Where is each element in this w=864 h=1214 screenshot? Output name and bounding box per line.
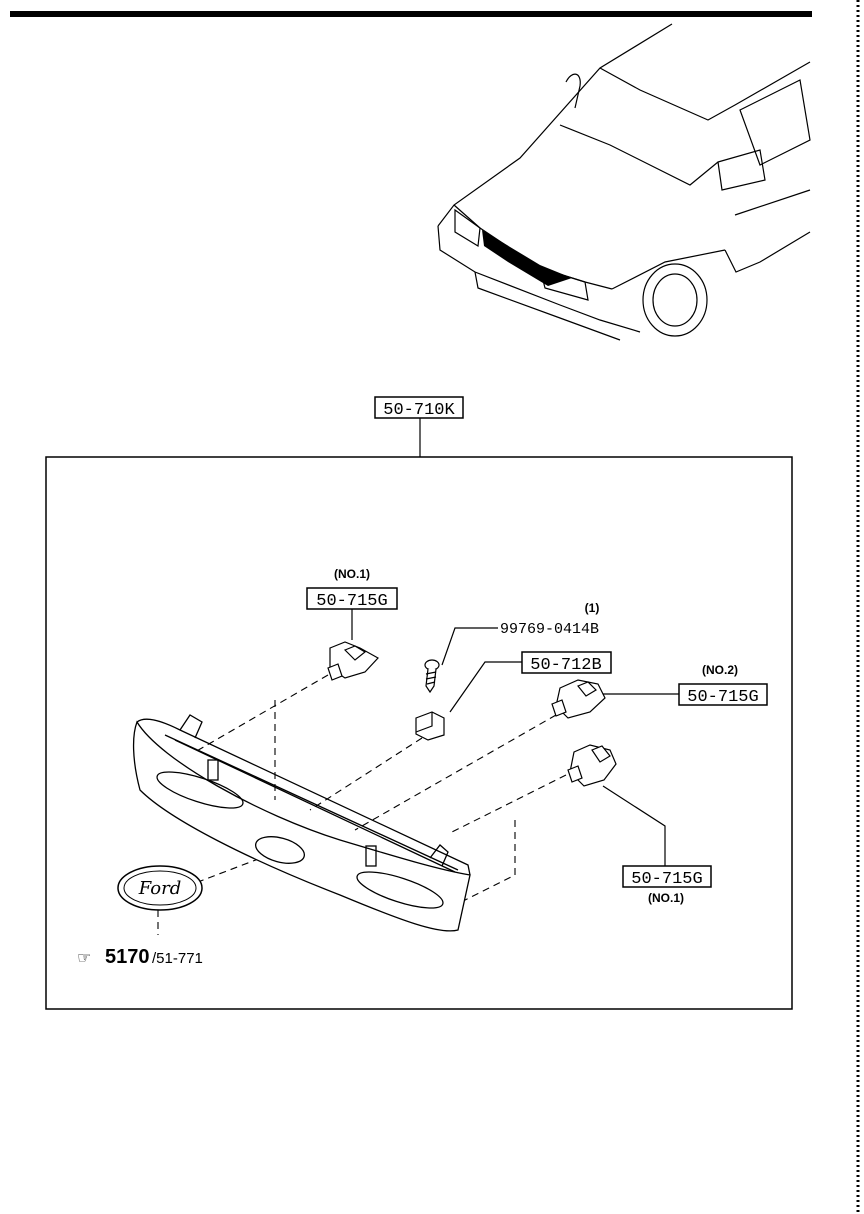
screw-part-no: 99769-0414B — [500, 621, 599, 638]
car-illustration — [437, 23, 811, 341]
holder-icon — [415, 711, 445, 741]
emblem-text: Ford — [138, 878, 181, 899]
grille-panel — [132, 714, 471, 932]
assembly-part-no: 50-710K — [383, 401, 455, 420]
clip-right-lower-icon — [567, 744, 617, 787]
dashed-guides — [157, 674, 567, 935]
clip-top-left-part-no: 50-715G — [316, 592, 387, 611]
clip-right-lower-part-no: 50-715G — [631, 870, 702, 889]
holder-part-no: 50-712B — [530, 656, 601, 675]
grille-highlight — [482, 230, 572, 286]
screw-icon — [424, 659, 440, 694]
clip-right-lower-note: (NO.1) — [648, 891, 684, 905]
clip-right-lower-box — [622, 865, 712, 888]
assembly-frame — [45, 456, 793, 1010]
leader-lines — [351, 609, 679, 866]
assembly-part-box — [374, 396, 464, 419]
clip-right-upper-note: (NO.2) — [702, 663, 738, 677]
ford-emblem: Ford — [117, 865, 203, 911]
clip-right-upper-icon — [551, 679, 606, 719]
screw-qty: (1) — [585, 601, 600, 615]
clip-top-left-note: (NO.1) — [334, 567, 370, 581]
clip-right-upper-part-no: 50-715G — [687, 688, 758, 707]
reference-main: 5170 — [105, 946, 150, 968]
reference-sub: /51-771 — [152, 950, 203, 967]
header-rule — [10, 11, 812, 17]
clip-top-left-icon — [327, 641, 379, 681]
reference-pointer-icon: ☞ — [77, 948, 91, 967]
